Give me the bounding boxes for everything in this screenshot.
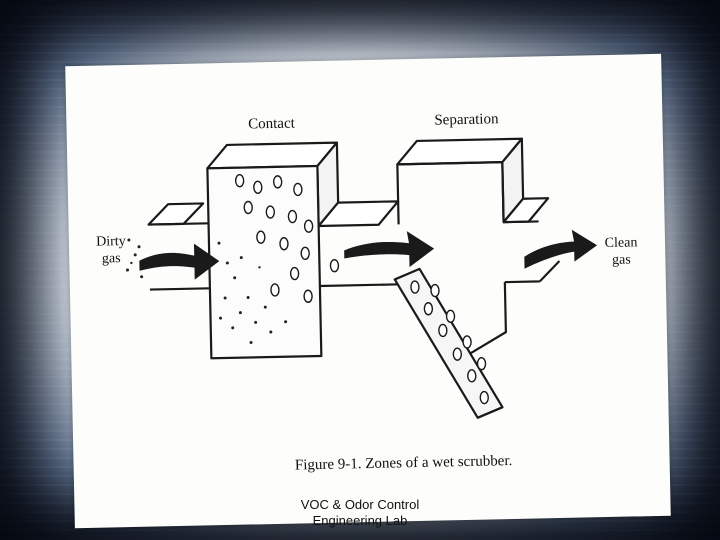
slide-footer: VOC & Odor Control Engineering Lab — [260, 497, 460, 529]
liquid-droplets — [234, 173, 489, 405]
figure-caption: Figure 9-1. Zones of a wet scrubber. — [295, 453, 513, 474]
separation-box-front — [396, 161, 507, 355]
footer-line2: Engineering Lab — [312, 513, 408, 528]
inlet-duct-top — [147, 202, 205, 226]
inlet-label-line2: gas — [102, 251, 121, 266]
dust-particles — [126, 238, 288, 344]
scanned-figure: Contact Separation Dirty gas Clean gas F… — [65, 53, 671, 529]
transfer-arrow — [344, 231, 435, 268]
outlet-label-line2: gas — [612, 252, 631, 267]
inlet-label-line1: Dirty — [96, 234, 126, 250]
connector-duct-bottom — [319, 283, 400, 288]
separation-zone-label: Separation — [434, 111, 499, 128]
contact-zone-label: Contact — [248, 115, 296, 132]
inlet-duct — [148, 222, 210, 291]
outlet-duct — [503, 220, 561, 284]
flow-arrows — [139, 229, 598, 280]
wet-scrubber-diagram: Contact Separation Dirty gas Clean gas F… — [96, 111, 638, 474]
outlet-arrow — [524, 229, 598, 269]
contact-box-front — [206, 164, 323, 360]
outlet-label-line1: Clean — [605, 235, 638, 251]
drain-chute-end — [477, 406, 503, 419]
footer-line1: VOC & Odor Control — [300, 497, 420, 512]
inlet-arrow — [139, 243, 220, 280]
